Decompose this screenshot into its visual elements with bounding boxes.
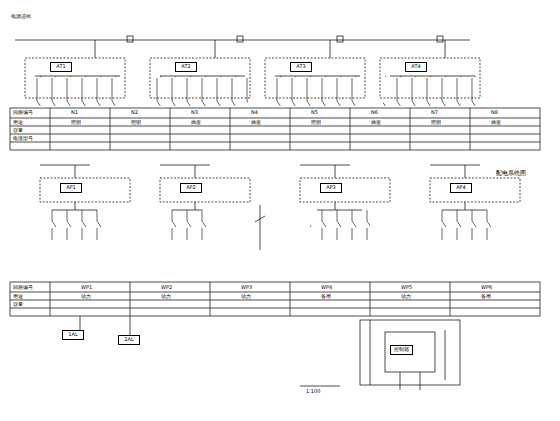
table-cell: 动力: [160, 294, 172, 299]
table-cell: 回路编号: [12, 285, 34, 290]
table-cell: 插座: [370, 120, 382, 125]
panel-box: AT1: [50, 62, 72, 72]
panel-box: AP4: [450, 183, 472, 193]
table-cell: 照明: [430, 120, 442, 125]
table-cell: N2: [130, 110, 139, 115]
table-cell: 照明: [70, 120, 82, 125]
panel-box: AP1: [60, 183, 82, 193]
panel-name: 2AL: [121, 337, 137, 343]
panel-name: AT3: [293, 64, 309, 70]
panel-box: AP2: [180, 183, 202, 193]
table-cell: N4: [250, 110, 259, 115]
table-cell: WP3: [240, 285, 253, 290]
table-cell: WP5: [400, 285, 413, 290]
table-cell: 插座: [250, 120, 262, 125]
panel-name: AT4: [408, 64, 424, 70]
table-cell: 插座: [190, 120, 202, 125]
table-cell: WP6: [480, 285, 493, 290]
table-cell: WP4: [320, 285, 333, 290]
table-cell: 备用: [320, 294, 332, 299]
panel-box: AT2: [175, 62, 197, 72]
table-cell: N1: [70, 110, 79, 115]
table-cell: 回路编号: [12, 110, 34, 115]
table-cell: 动力: [400, 294, 412, 299]
panel-name: AT2: [178, 64, 194, 70]
table-cell: N3: [190, 110, 199, 115]
table-cell: 照明: [130, 120, 142, 125]
panel-box: 2AL: [118, 335, 140, 345]
table-cell: 照明: [310, 120, 322, 125]
panel-box: 控制箱: [390, 345, 413, 355]
panel-name: AP4: [453, 185, 469, 191]
table-cell: N8: [490, 110, 499, 115]
panel-name: 控制箱: [393, 347, 410, 353]
panel-box: AP3: [320, 183, 342, 193]
panel-name: AP1: [63, 185, 79, 191]
table-cell: 1:100: [305, 389, 321, 394]
drawing-title: 配电系统图: [495, 170, 527, 176]
table-cell: 备用: [480, 294, 492, 299]
table-cell: 动力: [240, 294, 252, 299]
panel-name: AT1: [53, 64, 69, 70]
panel-box: AT4: [405, 62, 427, 72]
table-cell: WP1: [80, 285, 93, 290]
panel-name: AP2: [183, 185, 199, 191]
table-cell: WP2: [160, 285, 173, 290]
table-cell: 用途: [12, 120, 24, 125]
table-cell: 插座: [490, 120, 502, 125]
table-cell: 容量: [12, 302, 24, 307]
panel-name: AP3: [323, 185, 339, 191]
table-cell: 电源进线: [10, 14, 32, 19]
table-cell: 动力: [80, 294, 92, 299]
table-cell: N6: [370, 110, 379, 115]
table-cell: 用途: [12, 294, 24, 299]
table-cell: 电缆型号: [12, 136, 34, 141]
panel-box: 1AL: [62, 330, 84, 340]
table-cell: N7: [430, 110, 439, 115]
table-cell: 容量: [12, 128, 24, 133]
table-cell: N5: [310, 110, 319, 115]
panel-name: 1AL: [65, 332, 81, 338]
panel-box: AT3: [290, 62, 312, 72]
